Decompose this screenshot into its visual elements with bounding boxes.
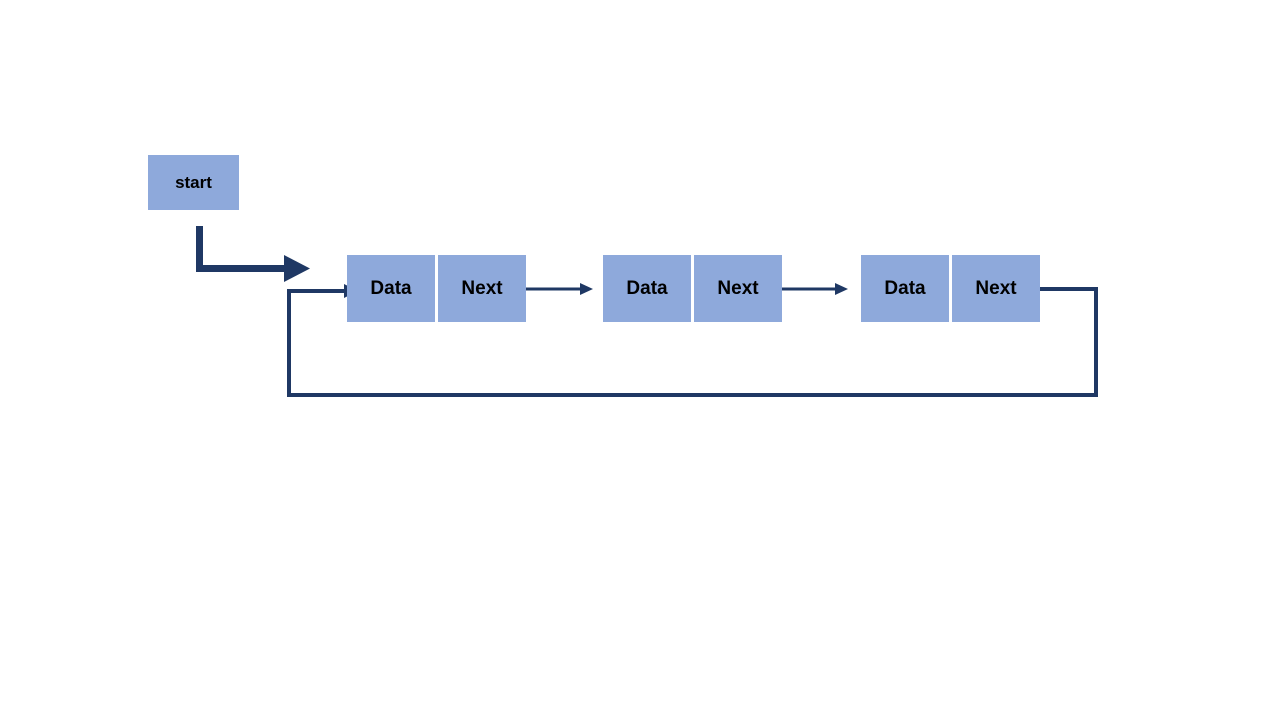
list-node-2: Data Next (603, 255, 782, 322)
start-label: start (175, 172, 212, 192)
list-node-3: Data Next (861, 255, 1040, 322)
arrowhead-icon (580, 283, 593, 295)
node1-data-cell: Data (347, 255, 435, 322)
node2-next-cell: Next (694, 255, 782, 322)
start-pointer-box: start (148, 155, 239, 210)
node2-data-cell: Data (603, 255, 691, 322)
node3-next-cell: Next (952, 255, 1040, 322)
node1-data-label: Data (370, 277, 412, 299)
node2-next-label: Next (717, 277, 759, 299)
node2-data-label: Data (626, 277, 668, 299)
arrowhead-icon (835, 283, 848, 295)
node3-data-label: Data (884, 277, 926, 299)
start-arrowhead-icon (284, 255, 310, 282)
node3-data-cell: Data (861, 255, 949, 322)
node1-next-label: Next (461, 277, 503, 299)
start-arrow (196, 226, 310, 282)
list-node-1: Data Next (347, 255, 526, 322)
node1-next-cell: Next (438, 255, 526, 322)
node3-next-label: Next (975, 277, 1017, 299)
